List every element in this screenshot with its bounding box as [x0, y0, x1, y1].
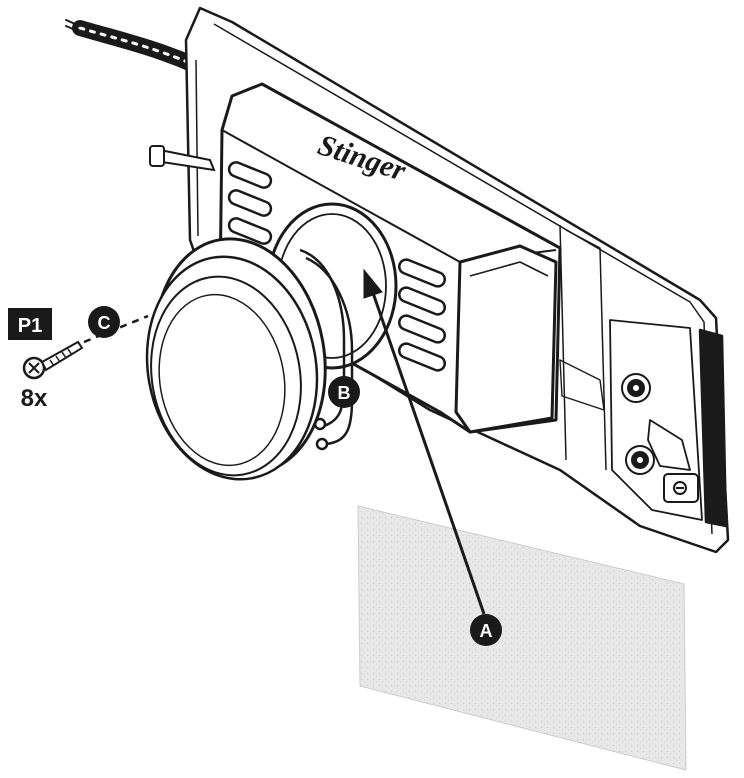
door-button-lower: [625, 445, 655, 475]
svg-text:B: B: [338, 383, 351, 403]
screw-guide-line: [83, 314, 149, 344]
speaker-driver: [145, 237, 327, 481]
part-badge-p1: P1: [8, 308, 52, 340]
svg-text:P1: P1: [18, 315, 42, 337]
svg-text:A: A: [480, 621, 493, 641]
acoustic-felt-pad: [357, 505, 687, 771]
handle-icon: [149, 145, 216, 172]
arrow-a: [363, 268, 486, 615]
door-button-upper: [621, 373, 651, 403]
vent-slots-right: [397, 258, 447, 372]
callout-a: A: [470, 614, 502, 646]
screw-icon: [22, 340, 84, 380]
callout-b: B: [328, 376, 360, 408]
speaker-wires: [299, 248, 354, 451]
callout-c: C: [88, 306, 120, 338]
screw-quantity: 8x: [21, 385, 48, 412]
latch-icon: [663, 473, 699, 503]
svg-text:C: C: [98, 313, 111, 333]
